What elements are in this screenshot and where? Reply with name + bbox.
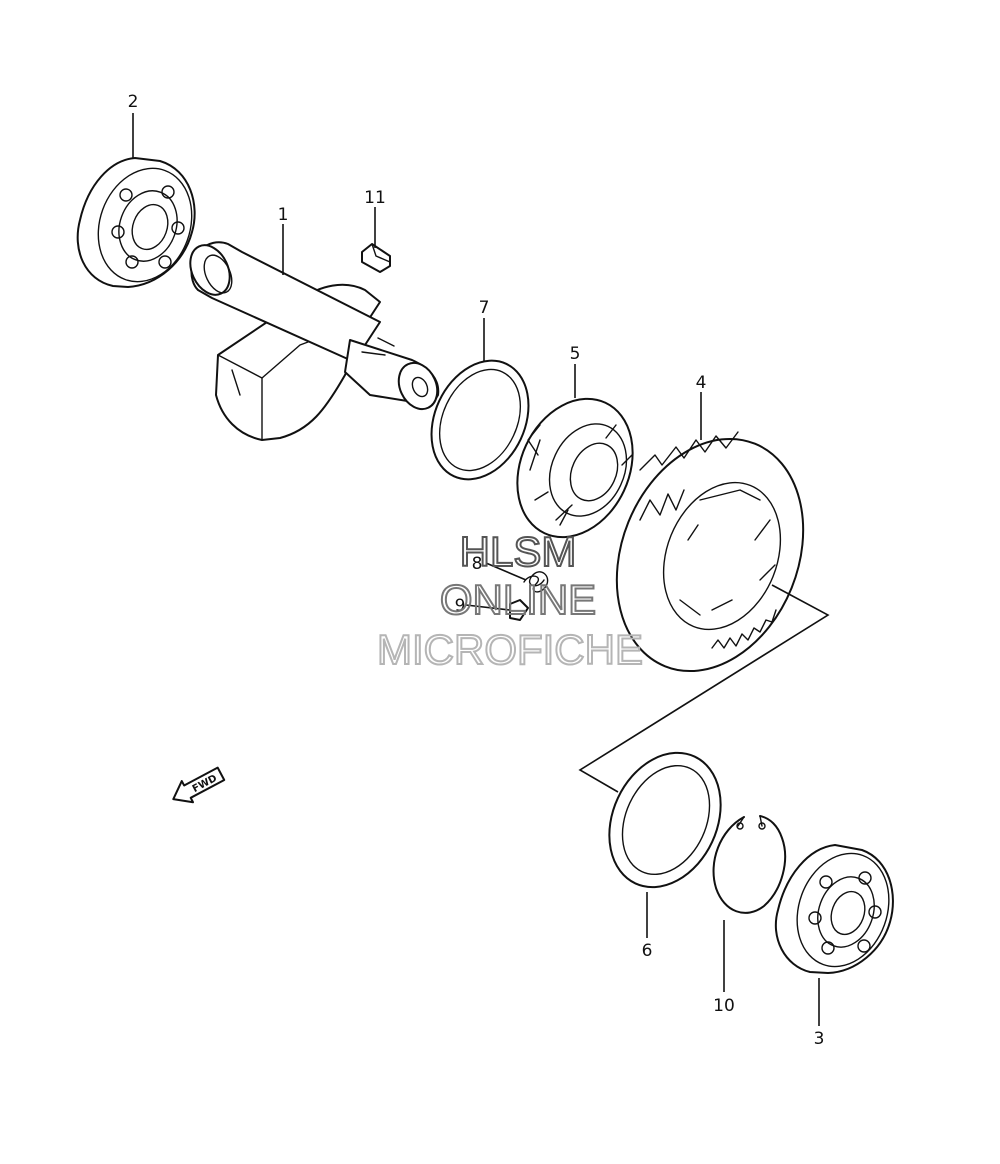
callout-3: 3	[814, 1029, 825, 1049]
part-6-washer[interactable]	[588, 735, 741, 906]
callout-1: 1	[278, 205, 289, 225]
part-2-bearing[interactable]	[76, 155, 207, 295]
part-8-spring[interactable]	[523, 571, 549, 593]
callout-11: 11	[364, 188, 386, 208]
callout-4: 4	[696, 373, 707, 393]
callout-9: 9	[455, 596, 466, 616]
fwd-arrow-icon: FWD	[172, 766, 226, 804]
callout-10: 10	[713, 996, 735, 1016]
watermark-line-1: HLSM	[460, 528, 577, 575]
part-5-damper-hub[interactable]	[496, 380, 655, 556]
watermark-line-2: ONLINE	[440, 576, 596, 623]
callout-labels: 2 1 11 7 5 4 8 9 6 10 3	[128, 92, 825, 1049]
watermark-line-3: MICROFICHE	[377, 626, 643, 673]
callout-7: 7	[479, 298, 490, 318]
callout-5: 5	[570, 344, 581, 364]
part-7-o-ring[interactable]	[413, 345, 547, 495]
watermark: HLSM ONLINE MICROFICHE	[376, 527, 644, 674]
part-10-circlip[interactable]	[712, 815, 787, 914]
leader-lines	[132, 113, 820, 1026]
part-11-key[interactable]	[361, 243, 391, 273]
part-4-driven-gear[interactable]	[583, 411, 836, 699]
callout-6: 6	[642, 941, 653, 961]
part-1-balancer-shaft[interactable]	[183, 239, 445, 441]
callout-2: 2	[128, 92, 139, 112]
callout-8: 8	[472, 554, 483, 574]
assembly-connector	[578, 584, 830, 793]
part-9-pin[interactable]	[509, 599, 529, 621]
part-3-bearing[interactable]	[774, 840, 904, 979]
